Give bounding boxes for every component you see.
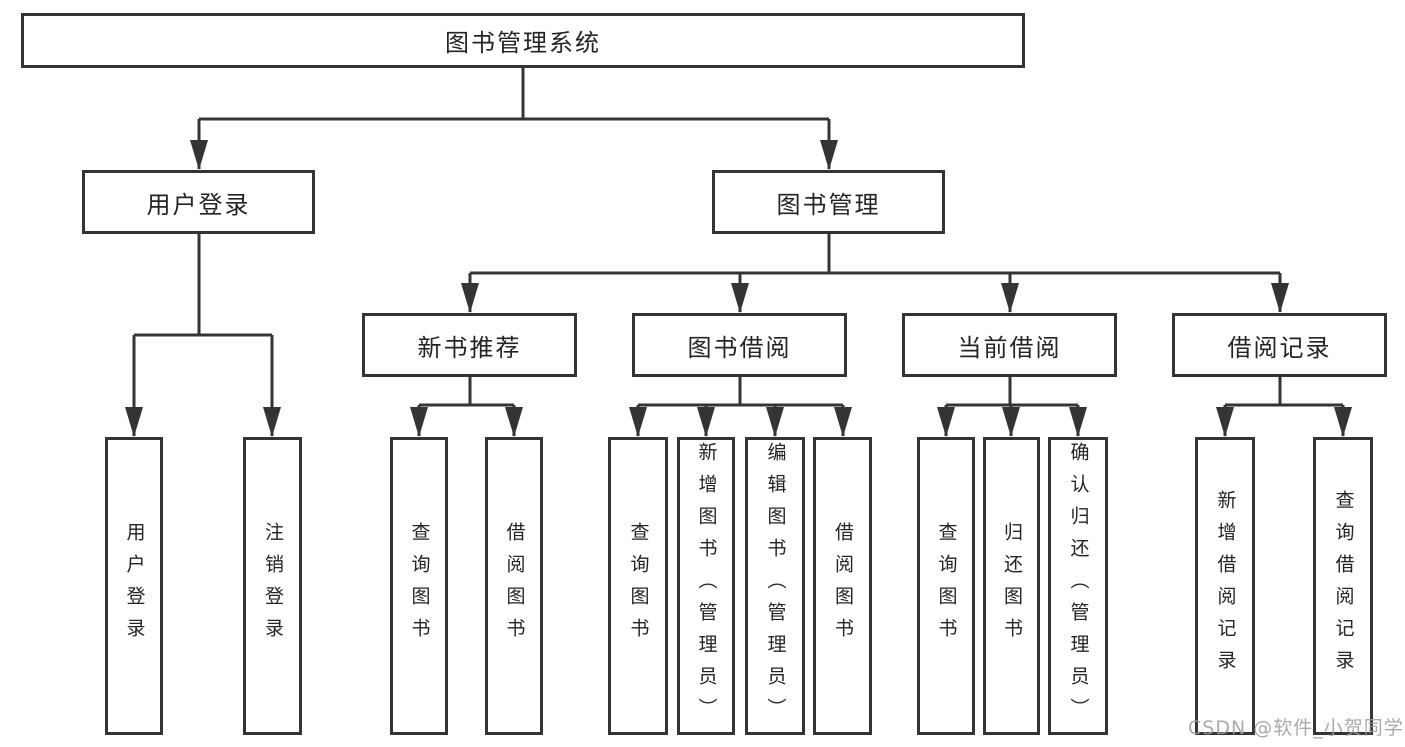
leaf-query-books-borrow: 查询图书 [608,437,668,735]
node-new-book-recommend: 新书推荐 [362,313,577,377]
leaf-query-borrow-record: 查询借阅记录 [1313,437,1373,735]
leaf-borrow-books-recommend-label: 借阅图书 [503,522,526,650]
leaf-edit-book-admin: 编辑图书（管理员） [745,437,805,735]
leaf-logout-label: 注销登录 [262,522,284,650]
node-user-login: 用户登录 [82,170,315,234]
leaf-query-books-current-label: 查询图书 [935,522,958,650]
leaf-add-book-admin-label: 新增图书（管理员） [695,442,718,730]
leaf-query-books-recommend-label: 查询图书 [408,522,431,650]
leaf-borrow-books: 借阅图书 [813,437,872,735]
leaf-borrow-books-label: 借阅图书 [832,522,854,650]
leaf-query-books-borrow-label: 查询图书 [627,522,650,650]
node-borrow-records-label: 借阅记录 [1227,333,1332,362]
node-user-login-label: 用户登录 [146,190,251,219]
node-current-borrow-label: 当前借阅 [957,333,1062,362]
leaf-user-login: 用户登录 [105,437,163,735]
node-root: 图书管理系统 [21,13,1025,68]
leaf-return-book: 归还图书 [983,437,1040,735]
node-book-borrow-label: 图书借阅 [687,333,792,362]
node-book-borrow: 图书借阅 [632,313,847,377]
leaf-edit-book-admin-label: 编辑图书（管理员） [764,442,787,730]
leaf-add-book-admin: 新增图书（管理员） [677,437,735,735]
leaf-query-borrow-record-label: 查询借阅记录 [1332,490,1355,682]
leaf-return-book-label: 归还图书 [1001,522,1023,650]
node-book-management: 图书管理 [712,170,945,234]
leaf-query-books-current: 查询图书 [917,437,975,735]
node-book-management-label: 图书管理 [776,190,881,219]
node-borrow-records: 借阅记录 [1172,313,1387,377]
leaf-confirm-return-admin-label: 确认归还（管理员） [1067,442,1090,730]
leaf-query-books-recommend: 查询图书 [390,437,448,735]
leaf-user-login-label: 用户登录 [123,522,146,650]
leaf-logout: 注销登录 [243,437,302,735]
node-new-book-recommend-label: 新书推荐 [417,333,522,362]
leaf-add-borrow-record-label: 新增借阅记录 [1214,490,1237,682]
leaf-add-borrow-record: 新增借阅记录 [1195,437,1255,735]
csdn-watermark: CSDN @软件_小贺同学 [1188,717,1404,739]
node-root-label: 图书管理系统 [445,29,601,57]
node-current-borrow: 当前借阅 [902,313,1117,377]
leaf-confirm-return-admin: 确认归还（管理员） [1048,437,1108,735]
leaf-borrow-books-recommend: 借阅图书 [485,437,543,735]
